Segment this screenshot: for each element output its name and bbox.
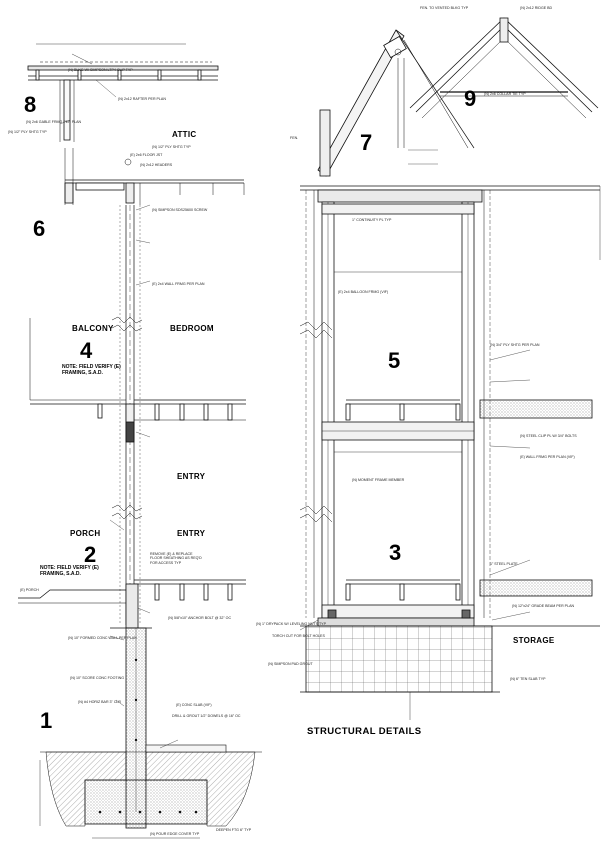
- annotation-fen-vented: FEN. TO VENTED BLKG TYP: [420, 6, 469, 10]
- annotation-grade-beam: (N) 12"x24" GRADE BEAM PER PLAN: [512, 604, 575, 608]
- annotation-steel-clip: (N) STEEL CLIP PL W/ 3/4" BOLTS: [520, 434, 577, 438]
- annotation-gable: (N) 2x6 GABLE FRMG PER PLAN: [26, 120, 82, 124]
- annotation-porch-e: (E) PORCH: [20, 588, 39, 592]
- annotation-pour-edge: (N) POUR EDGE COVER TYP: [150, 832, 200, 836]
- annotation-collar: (N) 2x6 COLLAR TIE TYP: [484, 92, 526, 96]
- annotation-ridge: (N) 2x12 RIDGE BD: [520, 6, 553, 10]
- annotation-torch: TORCH CUT FOR BOLT HOLES: [272, 634, 325, 638]
- annotation-continuity: 1" CONTINUITY PL TYP: [352, 218, 392, 222]
- annotation-simpson-mid: (N) SIMPSON SDS25600 SCREW: [152, 208, 208, 212]
- detail-2-drawing: [18, 579, 246, 629]
- detail-6-drawing: [64, 148, 245, 205]
- annotation-anchor: (N) 5/8"x10" ANCHOR BOLT @ 32" OC: [168, 616, 232, 620]
- annotation-floor-joist: (E) 2x6 FLOOR JST: [130, 153, 163, 157]
- annotation-deepen: DEEPEN FTG 6" TYP: [216, 828, 252, 832]
- annotation-drill: DRILL & GROUT 1/2" DOWELS @ 16" OC: [172, 714, 241, 718]
- annotation-rebar: (N) #4 HORIZ BAR 3" CLR: [78, 700, 122, 704]
- detail-9-drawing: [409, 17, 599, 119]
- room-bedroom: BEDROOM: [170, 324, 214, 333]
- annotation-footing: (N) 10" SCORE CONC FOOTING: [70, 676, 124, 680]
- annotation-balloon: (E) 2x4 BALLOON FRMG (VIF): [338, 290, 389, 294]
- annotation-wall-frmg-mid: (E) WALL FRMG PER PLAN (VIF): [520, 455, 575, 459]
- detail-number-8: 8: [24, 92, 37, 117]
- room-attic: ATTIC: [172, 130, 197, 139]
- detail-8-drawing: [27, 43, 219, 142]
- balcony-field-verify-note: NOTE: FIELD VERIFY (E) FRAMING, S.A.D.: [62, 364, 121, 376]
- annotation-fen: FEN.: [290, 136, 299, 140]
- room-entry-lower: ENTRY: [177, 529, 206, 538]
- annotation-ten-slab: (N) 6" TEN SLAB TYP: [510, 677, 546, 681]
- annotation-wall-frmg: (E) 2x4 WALL FRMG PER PLAN: [152, 282, 205, 286]
- annotation-slab: (E) CONC SLAB (VIF): [176, 703, 212, 707]
- annotation-moment-frame: (N) MOMENT FRAME MEMBER: [352, 478, 405, 482]
- annotation-steel-plate: 1" STEEL PLATE: [490, 562, 518, 566]
- porch-field-verify-note: NOTE: FIELD VERIFY (E) FRAMING, S.A.D.: [40, 565, 99, 577]
- leader-lines: [59, 79, 531, 749]
- grade-beam-section: [300, 609, 600, 720]
- annotation-headers: (N) 2x12 HEADERS: [140, 163, 173, 167]
- moment-frame-section: [299, 185, 601, 619]
- detail-number-4: 4: [80, 338, 93, 363]
- annotation-leveling: (N) 1" DRYPACK W/ LEVELING NUTS TYP: [256, 622, 326, 626]
- room-balcony: BALCONY: [72, 324, 114, 333]
- annotation-remove-replace: REMOVE (E) & REPLACE FLOOR SHEATHING AS …: [150, 552, 202, 565]
- detail-7-drawing: [317, 29, 475, 177]
- room-storage: STORAGE: [513, 636, 555, 645]
- detail-4-drawing: [29, 318, 246, 443]
- detail-number-7: 7: [360, 130, 373, 155]
- annotation-ply-bot: (N) 3/4" PLY SHTG PER PLAN: [490, 343, 540, 347]
- detail-number-9: 9: [464, 86, 477, 111]
- annotation-conc-wall: (N) 10" FORMED CONC WALL PER PLAN: [68, 636, 137, 640]
- room-entry-upper: ENTRY: [177, 472, 206, 481]
- detail-number-2: 2: [84, 542, 97, 567]
- annotation-ply-top: (N) 1/2" PLY SHTG TYP: [8, 130, 47, 134]
- detail-1-drawing: [39, 627, 262, 839]
- sheet-title: STRUCTURAL DETAILS: [307, 726, 422, 737]
- annotation-grout: (N) SIMPSON PAD GROUT: [268, 662, 313, 666]
- detail-number-6: 6: [33, 216, 46, 241]
- room-porch: PORCH: [70, 529, 101, 538]
- annotation-blkg: (N) BLKG W/ SIMPSON LTP4 CLIP TYP: [68, 68, 133, 72]
- detail-number-5: 5: [388, 348, 401, 373]
- annotation-ply-ridge: (N) 1/2" PLY SHTG TYP: [152, 145, 191, 149]
- detail-number-3: 3: [389, 540, 402, 565]
- detail-number-1: 1: [40, 708, 53, 733]
- annotation-rafter: (N) 2x12 RAFTER PER PLAN: [118, 97, 166, 101]
